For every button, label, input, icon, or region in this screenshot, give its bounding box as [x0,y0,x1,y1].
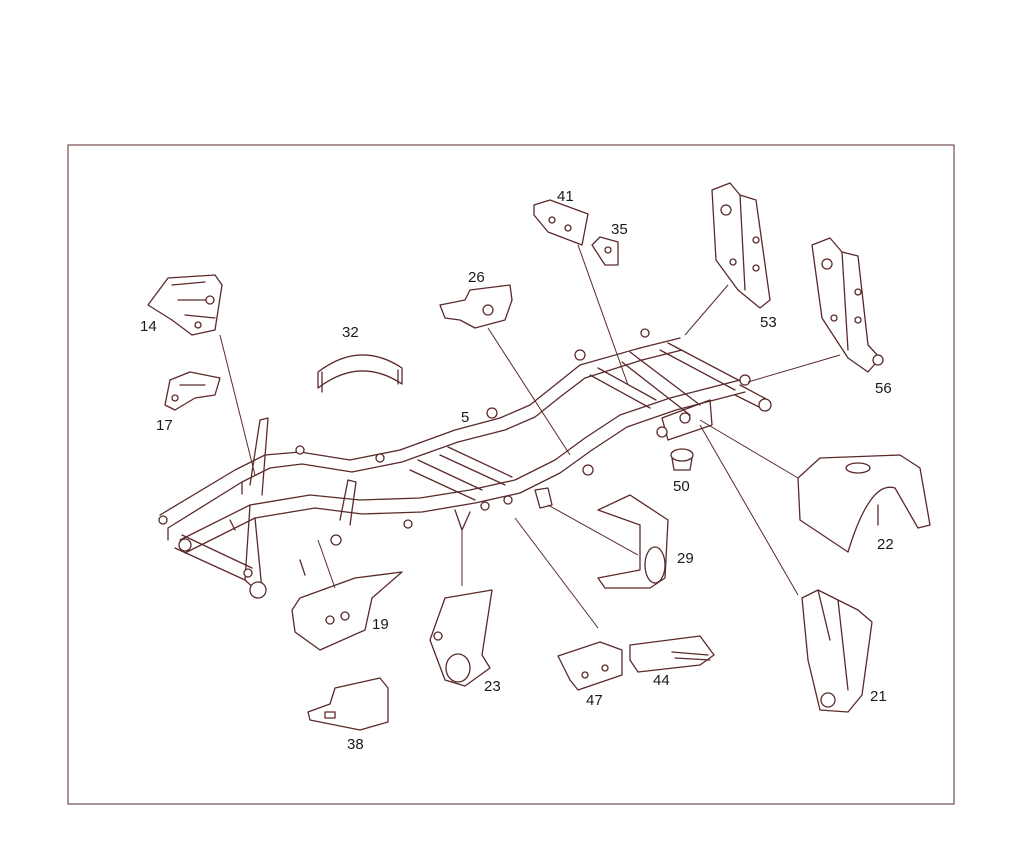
part-14-shape [147,274,223,336]
part-21-shape [801,589,873,713]
part-label-29: 29 [677,550,694,567]
part-22-shape [797,454,931,553]
part-label-53: 53 [760,314,777,331]
part-32-shape [317,354,403,393]
part-41-shape [533,199,589,246]
chassis-frame [158,328,772,599]
part-label-14: 14 [140,318,157,335]
part-label-50: 50 [673,478,690,495]
part-53-shape [711,182,771,309]
part-35-shape [591,236,619,266]
part-label-41: 41 [557,188,574,205]
part-26-shape [439,284,513,329]
part-44-shape [629,635,715,673]
part-label-32: 32 [342,324,359,341]
part-38-shape [307,677,389,731]
leader-lines [219,244,841,629]
part-label-44: 44 [653,672,670,689]
part-label-17: 17 [156,417,173,434]
part-label-19: 19 [372,616,389,633]
part-label-47: 47 [586,692,603,709]
part-label-35: 35 [611,221,628,238]
part-label-26: 26 [468,269,485,286]
part-label-38: 38 [347,736,364,753]
part-50-shape [670,448,694,471]
part-label-21: 21 [870,688,887,705]
part-17-shape [164,371,221,411]
part-label-5: 5 [461,409,469,426]
part-47-shape [557,641,623,691]
part-56-shape [811,237,884,373]
part-23-shape [429,589,493,687]
part-label-22: 22 [877,536,894,553]
part-label-56: 56 [875,380,892,397]
part-19-shape [291,571,403,651]
part-label-23: 23 [484,678,501,695]
part-29-shape [597,494,669,589]
diagram-frame [67,144,955,805]
part-labels: 14 17 32 26 41 35 53 56 5 50 22 29 19 23… [140,188,894,753]
